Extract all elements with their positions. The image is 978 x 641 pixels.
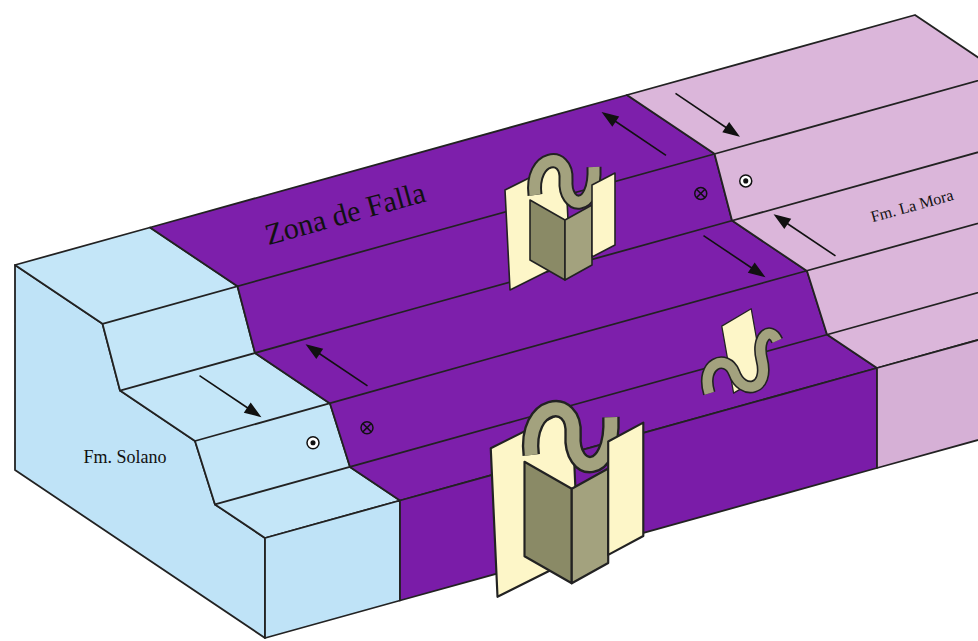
cross-symbol: [363, 424, 371, 432]
s-fold-figure: [505, 160, 615, 290]
cross-symbol: [697, 189, 706, 197]
fold-hinge: [535, 161, 595, 202]
arrow-head: [749, 264, 763, 276]
dot-symbol: [307, 437, 319, 449]
arrow-head: [776, 216, 790, 228]
la-mora-top: [627, 15, 978, 368]
s-fold-figure: [491, 408, 644, 597]
dot-symbol: [744, 179, 748, 183]
cross-symbol: [695, 187, 707, 199]
cross-symbol: [361, 422, 373, 434]
shear-arrow: [200, 376, 251, 410]
fault-zone-front: [400, 368, 877, 601]
fold-hinge: [531, 409, 611, 465]
dot-symbol: [740, 175, 752, 187]
fold-hinge: [700, 333, 784, 395]
solano-front: [265, 501, 400, 639]
dot-symbol: [311, 441, 315, 445]
shear-arrows: [200, 93, 836, 416]
terrace-edge: [120, 141, 978, 391]
zone-label: Zona de Falla: [261, 175, 429, 251]
shear-arrow: [612, 119, 666, 155]
cross-symbol: [697, 189, 706, 197]
arrow-head: [604, 113, 618, 125]
terrace-edge: [215, 254, 978, 504]
formation-label: Fm. La Mora: [869, 186, 955, 226]
shear-arrow: [317, 352, 368, 386]
fold-prism-front: [530, 200, 565, 280]
shear-arrow: [676, 93, 730, 129]
formation-label: Fm. Solano: [83, 448, 166, 468]
arrow-head: [245, 404, 259, 416]
fold-plane: [608, 423, 643, 555]
fold-plane: [592, 173, 615, 257]
cross-symbol: [363, 424, 371, 432]
fold-prism-side: [565, 205, 592, 280]
shear-arrow: [785, 222, 836, 256]
terrace-edge: [103, 74, 978, 324]
fold-hinge: [531, 409, 611, 465]
fold-hinge: [700, 333, 784, 395]
la-mora-front: [877, 288, 978, 468]
shear-arrow: [704, 236, 755, 270]
fold-prism-front: [525, 462, 572, 584]
fold-hinge: [535, 161, 595, 202]
s-fold-figure: [696, 305, 785, 397]
arrow-head: [308, 346, 322, 358]
fold-figures: [491, 160, 785, 597]
fold-prism-side: [572, 469, 608, 584]
arrow-head: [724, 124, 738, 136]
